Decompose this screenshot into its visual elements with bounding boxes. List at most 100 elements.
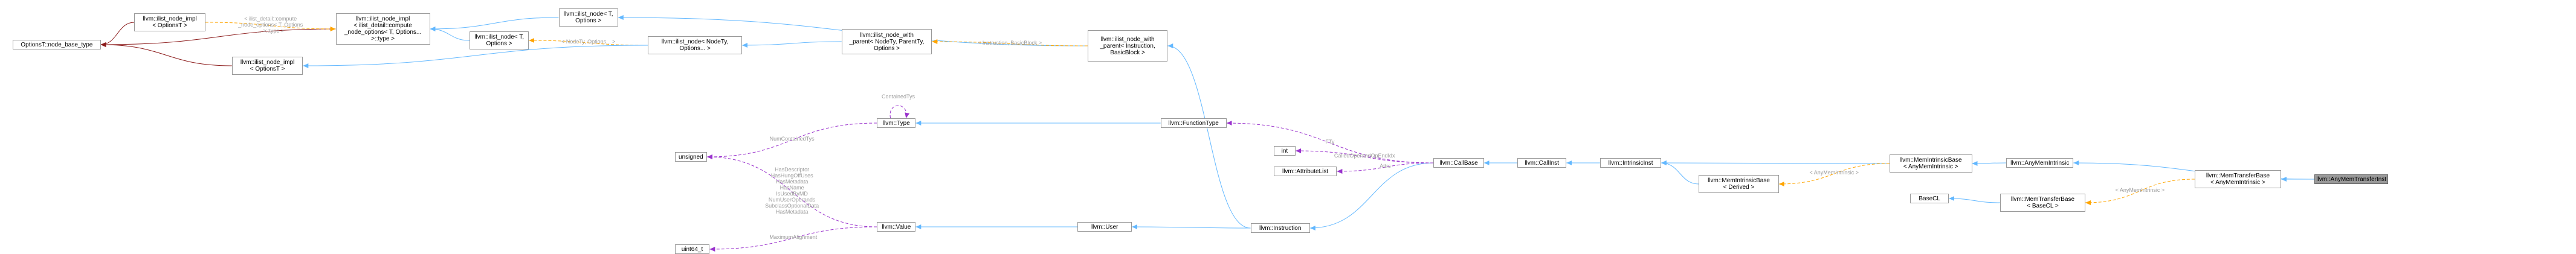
edge-usage-value-to-uint64	[709, 226, 877, 252]
class-node-ilni-opt2[interactable]: llvm::ilist_node_impl< OptionsT >	[231, 57, 303, 75]
class-node-label: llvm::MemIntrinsicBase	[1708, 177, 1770, 184]
class-node-label: < BaseCL >	[2027, 203, 2059, 209]
edge-private-ilni-opt2-to-optbase	[100, 42, 232, 66]
class-node-optbase[interactable]: OptionsT::node_base_type	[13, 40, 101, 49]
edge-label: < AnyMemIntrinsic >	[2116, 187, 2165, 193]
edge-label-line: ... >::type >	[257, 27, 285, 34]
class-node-label: < OptionsT >	[250, 66, 285, 72]
class-node-label: llvm::ilist_node_with	[860, 31, 914, 39]
class-node-basecl[interactable]: BaseCL	[1910, 194, 1949, 203]
class-node-label: >::type >	[371, 36, 395, 42]
class-node-label: llvm::AttributeList	[1282, 168, 1329, 175]
edge-usage-type-to-type	[889, 105, 910, 119]
edge-label-line: SubclassOptionalData	[765, 203, 819, 209]
class-node-label: _node_options< T, Options...	[344, 29, 422, 36]
class-node-mib-derived[interactable]: llvm::MemIntrinsicBase< Derived >	[1699, 175, 1779, 193]
class-node-mib-any[interactable]: llvm::MemIntrinsicBase< AnyMemIntrinsic …	[1889, 154, 1972, 173]
edge-label: CalledOperandOpEndIdx	[1334, 153, 1395, 159]
edge-label-line: NumUserOperands	[768, 197, 816, 203]
class-node-value[interactable]: llvm::Value	[877, 222, 916, 232]
edge-template-ilni-opt1-to-ilni-compute	[205, 22, 336, 31]
class-node-label: _parent< Instruction,	[1100, 42, 1155, 49]
class-node-label: llvm::ilist_node_impl	[355, 16, 410, 22]
edge-label-line: NumContainedTys	[769, 136, 815, 142]
edge-usage-callbase-to-int	[1296, 148, 1434, 164]
class-node-label: llvm::ilist_node_impl	[143, 16, 197, 22]
edge-label: NumContainedTys	[770, 136, 815, 142]
edge-inherit-iln-t-to-ilni-compute	[430, 17, 559, 31]
edge-inherit-instruction-to-ilnwp-inst	[1167, 43, 1251, 229]
edge-private-ilni-compute-to-optbase	[100, 28, 336, 47]
class-node-callbase[interactable]: llvm::CallBase	[1433, 158, 1484, 168]
edge-usage-value-to-unsigned	[707, 154, 877, 227]
class-node-label: llvm::ilist_node< T,	[563, 11, 613, 17]
class-node-ilnwp-inst[interactable]: llvm::ilist_node_with_parent< Instructio…	[1087, 30, 1168, 62]
class-node-label: BaseCL	[1919, 195, 1940, 202]
class-node-label: llvm::ilist_node_with	[1100, 36, 1155, 43]
class-node-unsigned[interactable]: unsigned	[674, 152, 708, 162]
class-node-intrinsicinst[interactable]: llvm::IntrinsicInst	[1600, 158, 1661, 168]
class-node-label: llvm::AnyMemIntrinsic	[2010, 159, 2070, 167]
class-node-label: llvm::ilist_node< T,	[474, 34, 524, 40]
edge-usage-callbase-to-attrlist	[1337, 162, 1434, 174]
class-node-label: llvm::Instruction	[1259, 224, 1302, 232]
class-node-label: < Derived >	[1723, 184, 1755, 191]
edge-label: < NodeTy, Options... >	[561, 39, 615, 45]
edge-template-iln-nodety-to-iln-t2	[529, 38, 648, 46]
class-node-label: BasicBlock >	[1110, 49, 1145, 56]
class-node-label: Options >	[575, 17, 602, 24]
class-node-anymemintrinsic[interactable]: llvm::AnyMemIntrinsic	[2006, 158, 2074, 168]
class-node-label: Options >	[873, 45, 900, 52]
class-node-label: llvm::Type	[882, 119, 910, 127]
edge-label: FTy	[1326, 139, 1335, 145]
class-node-label: Options >	[486, 40, 512, 47]
edge-inherit-ilnwp-gen-to-iln-nodety	[742, 41, 842, 48]
class-node-iln-t2[interactable]: llvm::ilist_node< T,Options >	[469, 31, 529, 49]
class-node-label: llvm::MemTransferBase	[2206, 173, 2270, 179]
class-node-label: unsigned	[679, 153, 703, 160]
class-node-callinst[interactable]: llvm::CallInst	[1517, 158, 1567, 168]
class-node-instruction[interactable]: llvm::Instruction	[1250, 223, 1310, 233]
edge-label-line: < ilist_detail::compute	[244, 15, 297, 22]
edge-inherit-iln-nodety-to-ilni-opt2	[303, 45, 648, 68]
class-node-mtb-any[interactable]: llvm::MemTransferBase< AnyMemIntrinsic >	[2194, 170, 2281, 188]
class-node-label: < ilist_detail::compute	[353, 22, 412, 29]
class-node-label: llvm::Value	[882, 223, 911, 230]
edge-label-line: IsUsedByMD	[776, 191, 808, 197]
edge-label-line: ContainedTys	[881, 94, 915, 100]
edge-label-line: Attrs	[1380, 163, 1391, 169]
edge-usage-callbase-to-functiontype	[1226, 121, 1434, 164]
edge-label-line: HasName	[780, 185, 804, 191]
class-node-label: OptionsT::node_base_type	[21, 41, 93, 48]
class-node-anymemtransferinst: llvm::AnyMemTransferInst	[2314, 174, 2389, 184]
edge-label-line: < Instruction, BasicBlock >	[978, 39, 1042, 46]
class-node-mtb-basecl[interactable]: llvm::MemTransferBase< BaseCL >	[2000, 194, 2085, 212]
edge-inherit-mib-derived-to-intrinsicinst	[1661, 160, 1699, 185]
class-node-type[interactable]: llvm::Type	[877, 118, 916, 128]
edge-label-line: _node_options< T, Options	[238, 21, 303, 28]
edge-label: < AnyMemIntrinsic >	[1809, 170, 1859, 176]
class-node-iln-t[interactable]: llvm::ilist_node< T,Options >	[558, 8, 618, 27]
class-node-label: llvm::ilist_node< NodeTy,	[661, 39, 729, 45]
class-node-user[interactable]: llvm::User	[1077, 222, 1132, 232]
edge-label-line: MaximumAlignment	[769, 233, 818, 240]
class-node-ilnwp-gen[interactable]: llvm::ilist_node_with_parent< NodeTy, Pa…	[841, 29, 932, 54]
edge-inherit-mtb-basecl-to-basecl	[1949, 196, 2001, 203]
class-node-iln-nodety[interactable]: llvm::ilist_node< NodeTy,Options... >	[648, 36, 743, 54]
edge-inherit-mib-any-to-intrinsicinst	[1661, 160, 1890, 166]
class-node-label: llvm::FunctionType	[1168, 119, 1219, 127]
class-node-label: uint64_t	[681, 246, 703, 253]
edge-label-line: < AnyMemIntrinsic >	[2115, 186, 2165, 193]
class-node-ilni-compute[interactable]: llvm::ilist_node_impl< ilist_detail::com…	[335, 13, 430, 45]
class-node-attrlist[interactable]: llvm::AttributeList	[1273, 167, 1337, 176]
class-node-label: < AnyMemIntrinsic >	[1903, 164, 1958, 170]
class-node-ilni-opt1[interactable]: llvm::ilist_node_impl< OptionsT >	[134, 13, 205, 31]
class-node-uint64[interactable]: uint64_t	[674, 244, 710, 254]
edge-template-ilnwp-inst-to-ilnwp-gen	[932, 39, 1088, 46]
class-node-int[interactable]: int	[1273, 146, 1296, 156]
edge-label-line: FTy	[1325, 139, 1335, 145]
class-node-label: llvm::MemTransferBase	[2010, 196, 2075, 203]
edge-label-line: HasMetadata	[775, 209, 809, 215]
class-node-functiontype[interactable]: llvm::FunctionType	[1160, 118, 1227, 128]
